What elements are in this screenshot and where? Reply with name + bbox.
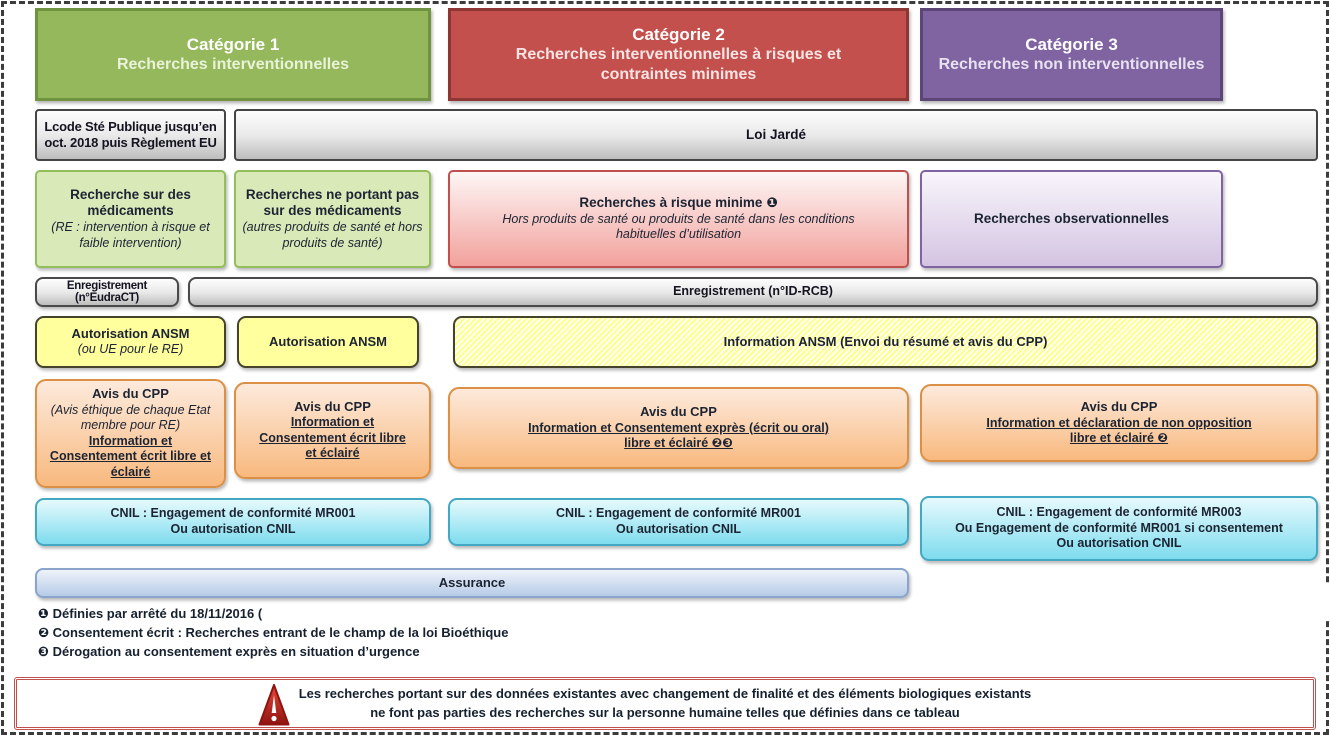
registration-eudract-box: Enregistrement (n°EudraCT) bbox=[35, 277, 179, 307]
cpp-box-4-consent-line-2: libre et éclairé ❷ bbox=[1069, 431, 1169, 446]
footnote-3: ❸ Dérogation au consentement exprès en s… bbox=[38, 644, 420, 659]
cpp-box-3: Avis du CPP Information et Consentement … bbox=[448, 387, 909, 469]
research-type-risque-minime-note: Hors produits de santé ou produits de sa… bbox=[502, 211, 855, 242]
warning-icon bbox=[257, 683, 291, 733]
cnil-box-2-line-2: Ou autorisation CNIL bbox=[616, 522, 741, 536]
research-type-observationnelles: Recherches observationnelles bbox=[920, 170, 1223, 268]
footnotes: ❶ Définies par arrêté du 18/11/2016 ( ❷ … bbox=[38, 604, 938, 661]
law-public-health-code-box: Lcode Sté Publique jusqu’en oct. 2018 pu… bbox=[35, 109, 226, 161]
category-2-title: Catégorie 2 bbox=[632, 24, 725, 44]
warning-box: Les recherches portant sur des données e… bbox=[14, 677, 1316, 730]
cpp-box-1-title: Avis du CPP bbox=[92, 386, 169, 402]
ansm-authorisation-1-title: Autorisation ANSM bbox=[71, 326, 190, 342]
research-type-risque-minime-title: Recherches à risque minime ❶ bbox=[579, 194, 778, 210]
cnil-box-2: CNIL : Engagement de conformité MR001 Ou… bbox=[448, 498, 909, 546]
research-type-observationnelles-title: Recherches observationnelles bbox=[973, 210, 1170, 226]
cpp-box-2-consent: Information et Consentement écrit libre … bbox=[259, 415, 406, 461]
cnil-box-2-line-1: CNIL : Engagement de conformité MR001 bbox=[556, 506, 801, 521]
cpp-box-3-title: Avis du CPP bbox=[640, 404, 717, 420]
loi-jarde-bar: Loi Jardé bbox=[234, 109, 1318, 161]
research-type-non-medicaments-note: (autres produits de santé et hors produi… bbox=[242, 220, 423, 250]
footnote-2: ❷ Consentement écrit : Recherches entran… bbox=[38, 625, 509, 640]
warning-line-1: Les recherches portant sur des données e… bbox=[298, 685, 1032, 701]
assurance-bar: Assurance bbox=[35, 568, 909, 598]
category-3-header: Catégorie 3 Recherches non interventionn… bbox=[920, 8, 1223, 101]
loi-jarde-label: Loi Jardé bbox=[745, 126, 807, 142]
cpp-box-1: Avis du CPP (Avis éthique de chaque Etat… bbox=[35, 379, 226, 488]
law-left-line-2: oct. 2018 puis Règlement EU bbox=[44, 135, 217, 150]
research-type-risque-minime: Recherches à risque minime ❶ Hors produi… bbox=[448, 170, 909, 268]
ansm-authorisation-2-box: Autorisation ANSM bbox=[237, 316, 419, 368]
registration-idrcb-bar: Enregistrement (n°ID-RCB) bbox=[188, 277, 1318, 307]
cpp-box-4-title: Avis du CPP bbox=[1080, 399, 1158, 415]
footnote-1: ❶ Définies par arrêté du 18/11/2016 ( bbox=[38, 606, 263, 621]
ansm-authorisation-1-box: Autorisation ANSM (ou UE pour le RE) bbox=[35, 316, 226, 368]
cpp-box-2: Avis du CPP Information et Consentement … bbox=[234, 382, 431, 479]
cnil-box-1: CNIL : Engagement de conformité MR001 Ou… bbox=[35, 498, 431, 546]
research-type-non-medicaments: Recherches ne portant pas sur des médica… bbox=[234, 170, 431, 268]
cnil-box-3-line-1: CNIL : Engagement de conformité MR003 bbox=[996, 505, 1242, 520]
category-1-header: Catégorie 1 Recherches interventionnelle… bbox=[35, 8, 431, 101]
category-1-title: Catégorie 1 bbox=[186, 34, 280, 54]
research-type-medicaments-note: (RE : intervention à risque et faible in… bbox=[51, 220, 210, 250]
ansm-information-bar: Information ANSM (Envoi du résumé et avi… bbox=[453, 316, 1318, 368]
cnil-box-3-line-3: Ou autorisation CNIL bbox=[1056, 536, 1182, 551]
warning-line-2: ne font pas parties des recherches sur l… bbox=[370, 704, 960, 720]
category-3-subtitle: Recherches non interventionnelles bbox=[938, 56, 1205, 74]
cnil-box-3-line-2: Ou Engagement de conformité MR001 si con… bbox=[955, 520, 1283, 535]
cpp-box-3-consent-line-2: libre et éclairé ❷❸ bbox=[624, 436, 733, 451]
category-2-subtitle: Recherches interventionnelles à risques … bbox=[515, 46, 842, 84]
research-type-medicaments-title: Recherche sur des médicaments bbox=[70, 186, 191, 219]
cpp-box-4: Avis du CPP Information et déclaration d… bbox=[920, 384, 1318, 462]
category-3-title: Catégorie 3 bbox=[1025, 34, 1118, 54]
research-type-medicaments: Recherche sur des médicaments (RE : inte… bbox=[35, 170, 226, 268]
ansm-authorisation-1-note: (ou UE pour le RE) bbox=[77, 342, 184, 357]
registration-eudract-label: Enregistrement (n°EudraCT) bbox=[66, 280, 148, 304]
cnil-box-3: CNIL : Engagement de conformité MR003 Ou… bbox=[920, 496, 1318, 561]
law-left-line-1: Lcode Sté Publique jusqu’en bbox=[44, 118, 217, 134]
cnil-box-1-line-1: CNIL : Engagement de conformité MR001 bbox=[110, 506, 356, 521]
category-1-subtitle: Recherches interventionnelles bbox=[116, 56, 350, 74]
ansm-information-label: Information ANSM (Envoi du résumé et avi… bbox=[723, 333, 1048, 349]
cpp-box-1-note: (Avis éthique de chaque Etat membre pour… bbox=[50, 402, 211, 433]
category-2-header: Catégorie 2 Recherches interventionnelle… bbox=[448, 8, 909, 101]
assurance-label: Assurance bbox=[438, 574, 506, 590]
cpp-box-2-title: Avis du CPP bbox=[294, 398, 371, 414]
ansm-authorisation-2-title: Autorisation ANSM bbox=[269, 333, 387, 349]
right-edge-notch bbox=[1306, 584, 1330, 620]
cpp-box-1-consent: Information et Consentement écrit libre … bbox=[49, 433, 212, 480]
cpp-box-3-consent-line-1: Information et Consentement exprès (écri… bbox=[528, 420, 829, 435]
cnil-box-1-line-2: Ou autorisation CNIL bbox=[170, 522, 296, 536]
research-type-non-medicaments-title: Recherches ne portant pas sur des médica… bbox=[245, 186, 420, 219]
registration-idrcb-label: Enregistrement (n°ID-RCB) bbox=[673, 284, 833, 299]
cpp-box-4-consent-line-1: Information et déclaration de non opposi… bbox=[986, 415, 1252, 430]
